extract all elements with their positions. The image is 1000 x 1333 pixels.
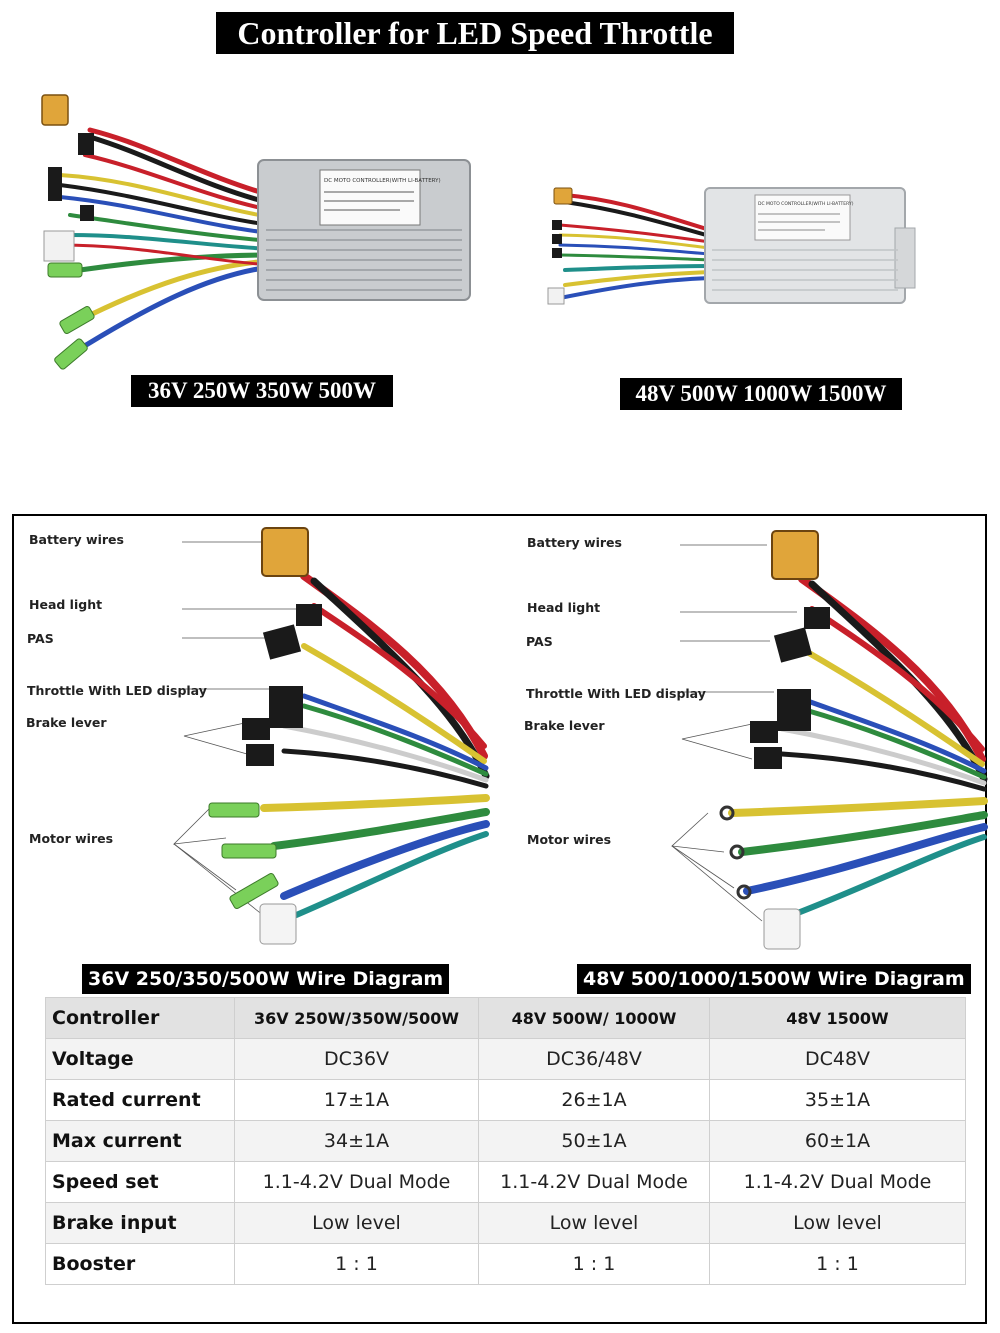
label-brake-lever: Brake lever: [26, 715, 107, 730]
label-pas: PAS: [27, 631, 54, 646]
table-cell: Low level: [709, 1202, 966, 1244]
product-caption-48v: 48V 500W 1000W 1500W: [620, 378, 902, 410]
table-cell: DC36V: [234, 1038, 479, 1080]
table-row: Voltage DC36V DC36/48V DC48V: [45, 1038, 966, 1080]
controller-label-text-48v: DC MOTO CONTROLLER(WITH LI-BATTERY): [758, 201, 854, 207]
wire-diagram-36v-art: [172, 527, 490, 945]
row-label-rated-current: Rated current: [45, 1079, 235, 1121]
table-cell: 17±1A: [234, 1079, 479, 1121]
table-cell: 50±1A: [478, 1120, 710, 1162]
label-motor-wires: Motor wires: [527, 832, 612, 847]
table-header-row: Controller 36V 250W/350W/500W 48V 500W/ …: [45, 997, 966, 1039]
diagram-caption-36v: 36V 250/350/500W Wire Diagram: [82, 964, 450, 994]
header-48v-1500: 48V 1500W: [709, 997, 966, 1039]
page-title: Controller for LED Speed Throttle: [216, 12, 734, 54]
wire-diagram-48v: Battery wires Head light PAS Throttle Wi…: [512, 516, 992, 966]
table-cell: DC36/48V: [478, 1038, 710, 1080]
wire-diagram-36v: Battery wires Head light PAS Throttle Wi…: [14, 516, 494, 966]
product-caption-36v: 36V 250W 350W 500W: [131, 375, 393, 407]
label-brake-lever: Brake lever: [524, 718, 605, 733]
label-motor-wires: Motor wires: [29, 831, 114, 846]
table-row: Booster 1 : 1 1 : 1 1 : 1: [45, 1243, 966, 1285]
table-cell: 1 : 1: [478, 1243, 710, 1285]
row-label-max-current: Max current: [45, 1120, 235, 1162]
label-head-light: Head light: [527, 600, 601, 615]
table-cell: 1.1-4.2V Dual Mode: [709, 1161, 966, 1203]
label-pas: PAS: [526, 634, 553, 649]
row-label-voltage: Voltage: [45, 1038, 235, 1080]
header-controller: Controller: [45, 997, 235, 1039]
controller-photo-36v: DC MOTO CONTROLLER(WITH LI-BATTERY): [41, 94, 471, 370]
table-cell: Low level: [234, 1202, 479, 1244]
label-throttle: Throttle With LED display: [526, 686, 706, 701]
header-48v-500-1000: 48V 500W/ 1000W: [478, 997, 710, 1039]
row-label-brake-input: Brake input: [45, 1202, 235, 1244]
label-throttle: Throttle With LED display: [27, 683, 207, 698]
table-row: Speed set 1.1-4.2V Dual Mode 1.1-4.2V Du…: [45, 1161, 966, 1203]
table-cell: 26±1A: [478, 1079, 710, 1121]
table-cell: 60±1A: [709, 1120, 966, 1162]
table-row: Brake input Low level Low level Low leve…: [45, 1202, 966, 1244]
table-cell: 1 : 1: [709, 1243, 966, 1285]
table-cell: DC48V: [709, 1038, 966, 1080]
table-row: Rated current 17±1A 26±1A 35±1A: [45, 1079, 966, 1121]
table-cell: 1.1-4.2V Dual Mode: [234, 1161, 479, 1203]
table-cell: Low level: [478, 1202, 710, 1244]
spec-table: Controller 36V 250W/350W/500W 48V 500W/ …: [45, 997, 966, 1285]
diagram-caption-48v: 48V 500/1000/1500W Wire Diagram: [577, 964, 971, 994]
table-cell: 34±1A: [234, 1120, 479, 1162]
row-label-speed-set: Speed set: [45, 1161, 235, 1203]
controller-label-text: DC MOTO CONTROLLER(WITH LI-BATTERY): [324, 178, 441, 184]
label-head-light: Head light: [29, 597, 103, 612]
wire-diagram-panel: Battery wires Head light PAS Throttle Wi…: [12, 514, 988, 1324]
controller-photo-48v: DC MOTO CONTROLLER(WITH LI-BATTERY): [547, 187, 916, 305]
table-cell: 35±1A: [709, 1079, 966, 1121]
row-label-booster: Booster: [45, 1243, 235, 1285]
label-battery-wires: Battery wires: [29, 532, 124, 547]
table-cell: 1 : 1: [234, 1243, 479, 1285]
wire-diagram-48v-art: [671, 530, 988, 950]
header-36v: 36V 250W/350W/500W: [234, 997, 479, 1039]
table-row: Max current 34±1A 50±1A 60±1A: [45, 1120, 966, 1162]
table-cell: 1.1-4.2V Dual Mode: [478, 1161, 710, 1203]
label-battery-wires: Battery wires: [527, 535, 622, 550]
